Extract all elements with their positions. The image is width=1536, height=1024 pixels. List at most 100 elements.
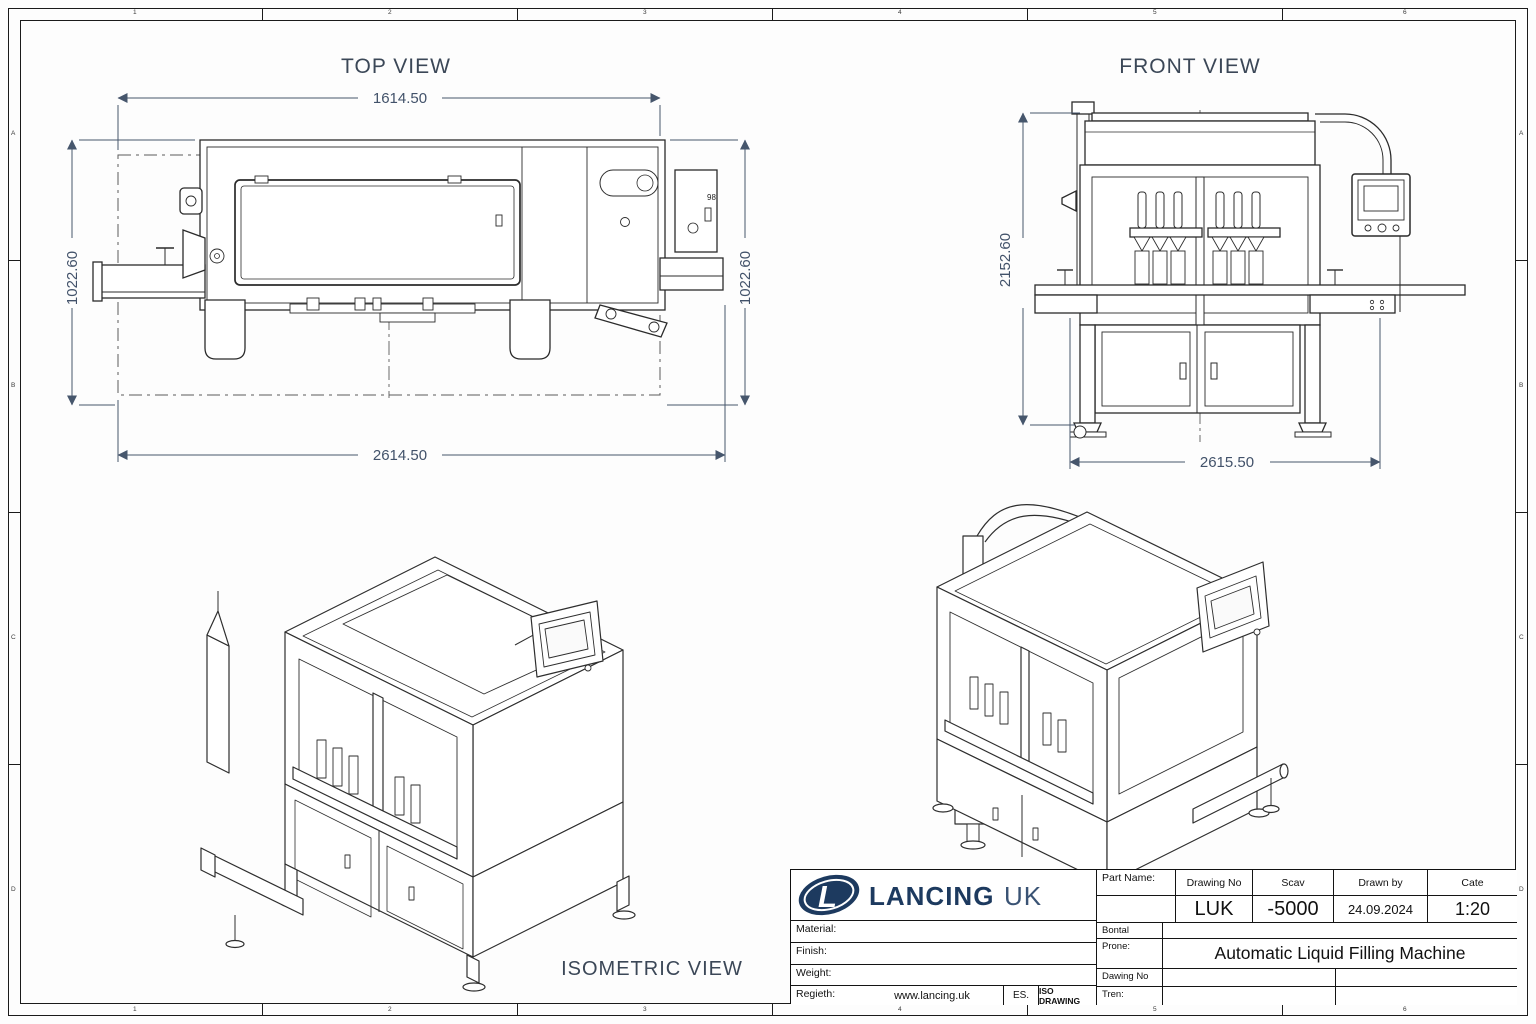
notes-value2 <box>1336 987 1517 1005</box>
border-divider <box>1516 260 1528 261</box>
logo-monogram: L <box>818 879 837 914</box>
border-divider <box>1027 8 1028 20</box>
website-cell: www.lancing.uk <box>861 986 1003 1005</box>
border-divider <box>517 1004 518 1016</box>
isometric-view-drawing <box>200 556 636 992</box>
dim-2614-text: 2614.50 <box>373 447 427 464</box>
notes-cell: Tren: <box>1097 987 1163 1005</box>
sheet-inner-border <box>20 20 1516 1004</box>
part-name-header: Part Name: <box>1097 870 1176 896</box>
drawn-by-text: 24.09.2024 <box>1347 901 1414 917</box>
border-divider <box>262 1004 263 1016</box>
dim-2152-text: 2152.60 <box>997 233 1014 287</box>
regieth-cell: Regieth: <box>791 986 861 1005</box>
lancing-logo: L LANCING UK <box>798 874 1041 916</box>
zone-label: D <box>11 886 16 893</box>
panel-mark: 98 <box>707 193 716 202</box>
iso-drawing-cell: ISO DRAWING <box>1039 985 1097 1006</box>
top-view-title: TOP VIEW <box>341 55 451 78</box>
product-title-text: Automatic Liquid Filling Machine <box>1214 943 1466 963</box>
iso-machine-2 <box>932 504 1289 892</box>
scale-text: -5000 <box>1267 897 1319 920</box>
isometric-view2-drawing <box>932 504 1289 892</box>
logo-mark <box>798 874 860 916</box>
iso-machine-1 <box>200 556 636 992</box>
border-divider <box>262 8 263 20</box>
notes-label: Tren: <box>1102 989 1124 1000</box>
drawing-no-row-label-cell: Dawing No <box>1097 969 1163 987</box>
drawing-no-text: LUK <box>1194 897 1234 920</box>
zone-label: A <box>1519 130 1524 137</box>
dim-2152 <box>1018 112 1080 426</box>
zone-label: 3 <box>643 1006 647 1013</box>
zone-label: 5 <box>1153 9 1157 16</box>
border-divider <box>1027 1004 1028 1016</box>
zone-label: 4 <box>898 9 902 16</box>
border-divider <box>1516 764 1528 765</box>
scale-header: Scav <box>1253 870 1334 896</box>
serial-value <box>1163 923 1517 939</box>
weight-label: Weight: <box>796 967 832 979</box>
zone-label: C <box>11 634 16 641</box>
drawn-by-header: Drawn by <box>1334 870 1428 896</box>
drawing-no-value: LUK <box>1176 896 1253 923</box>
top-view-machine-body <box>92 139 724 360</box>
website-text: www.lancing.uk <box>894 989 970 1002</box>
name-cell: Prone: <box>1097 939 1163 969</box>
finish-label: Finish: <box>796 945 827 957</box>
date-header: Cate <box>1428 870 1517 896</box>
zone-label: 1 <box>133 1006 137 1013</box>
zone-label: 4 <box>898 1006 902 1013</box>
zone-label: 6 <box>1403 1006 1407 1013</box>
logo-cell: L LANCING UK <box>791 870 1097 921</box>
finish-row: Finish: <box>791 943 1097 965</box>
title-block: L LANCING UK Material: Finish: Weight: R… <box>790 869 1517 1006</box>
dim-2615 <box>1069 318 1381 469</box>
dim-depth-right-text: 1022.60 <box>737 251 754 305</box>
dim-depth-right <box>667 139 750 406</box>
border-divider <box>1282 8 1283 20</box>
drawn-by-value: 24.09.2024 <box>1334 896 1428 923</box>
border-divider <box>8 764 20 765</box>
part-name-value <box>1097 896 1176 923</box>
dim-2614 <box>117 305 726 462</box>
zone-label: 1 <box>133 9 137 16</box>
zone-label: 3 <box>643 9 647 16</box>
isometric-view-title: ISOMETRIC VIEW <box>561 958 743 980</box>
dim-1614-text: 1614.50 <box>373 90 427 107</box>
drawing-no-row-value2 <box>1336 969 1517 987</box>
top-view-drawing: 98 1614.50 2614.50 1022.60 <box>64 90 754 464</box>
border-divider <box>8 512 20 513</box>
name-label: Prone: <box>1102 941 1130 952</box>
dim-1614 <box>117 93 661 150</box>
front-view-drawing: 2152.60 2615.50 <box>997 101 1466 471</box>
zone-label: 6 <box>1403 9 1407 16</box>
zone-label: 2 <box>388 9 392 16</box>
notes-value1 <box>1163 987 1336 1005</box>
logo-brand-text: LANCING <box>869 881 994 911</box>
es-label: ES. <box>1012 990 1030 1001</box>
zone-label: 2 <box>388 1006 392 1013</box>
border-divider <box>8 260 20 261</box>
iso-drawing-label: ISO DRAWING <box>1039 985 1081 1006</box>
zone-label: D <box>1519 886 1524 893</box>
zone-label: B <box>1519 382 1524 389</box>
scale-value: -5000 <box>1253 896 1334 923</box>
border-divider <box>1516 512 1528 513</box>
date-label: Cate <box>1461 876 1484 889</box>
drawing-no-row-label: Dawing No <box>1102 971 1149 982</box>
material-row: Material: <box>791 921 1097 943</box>
material-label: Material: <box>796 923 837 935</box>
date-text: 1:20 <box>1454 898 1491 919</box>
drawing-no-row-value1 <box>1163 969 1336 987</box>
border-divider <box>772 8 773 20</box>
drawn-by-label: Drawn by <box>1358 876 1403 889</box>
border-divider <box>772 1004 773 1016</box>
es-cell: ES. <box>1003 986 1039 1005</box>
zone-label: 5 <box>1153 1006 1157 1013</box>
weight-row: Weight: <box>791 965 1097 986</box>
serial-label: Bontal <box>1102 925 1129 936</box>
product-title-cell: Automatic Liquid Filling Machine <box>1163 939 1517 969</box>
border-divider <box>1282 1004 1283 1016</box>
drawing-no-header: Drawing No <box>1176 870 1253 896</box>
